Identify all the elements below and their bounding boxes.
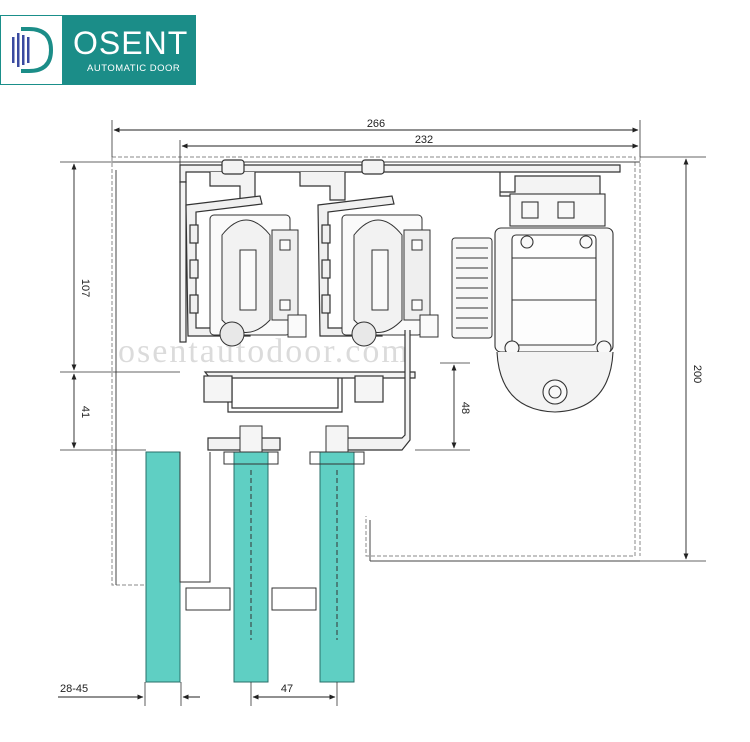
- dim-lower-height-label: 41: [79, 406, 91, 418]
- left-roller-carriage: [209, 214, 307, 347]
- dim-carrier-offset: 48: [415, 362, 471, 451]
- dim-lower-height: 41: [60, 373, 146, 451]
- brand-name: OSENT: [73, 24, 189, 61]
- left-hanger-profile: [185, 195, 263, 337]
- dim-track-width: 232: [179, 134, 639, 165]
- dim-carrier-offset-label: 48: [459, 402, 471, 414]
- fixed-glass-panel: [145, 451, 181, 683]
- brand-logo: OSENT AUTOMATIC DOOR: [0, 15, 196, 85]
- osent-d-logo-icon: [0, 15, 63, 85]
- top-rail-profile: [179, 159, 621, 343]
- dim-glass-thickness: 28-45: [58, 682, 200, 706]
- dim-overall-width-label: 266: [367, 118, 385, 130]
- dim-overall-width: 266: [111, 118, 641, 157]
- dim-total-height: 200: [640, 156, 706, 562]
- housing-outline: [111, 156, 641, 586]
- motor-assembly: [494, 193, 614, 413]
- brand-box: OSENT AUTOMATIC DOOR: [63, 15, 196, 85]
- dim-total-height-label: 200: [691, 365, 703, 383]
- dim-upper-height: 107: [60, 161, 180, 373]
- brand-subtitle: AUTOMATIC DOOR: [87, 62, 181, 74]
- dim-panel-spacing: 47: [250, 682, 338, 706]
- right-roller-carriage: [341, 214, 439, 347]
- dim-glass-thickness-label: 28-45: [60, 683, 88, 695]
- dim-upper-height-label: 107: [79, 279, 91, 297]
- glass-clamps: [179, 425, 365, 640]
- dim-track-width-label: 232: [415, 134, 433, 146]
- drive-pulley: [451, 237, 493, 339]
- dim-panel-spacing-label: 47: [281, 683, 293, 695]
- glass-panels: [145, 451, 355, 683]
- right-hanger-profile: [317, 195, 395, 337]
